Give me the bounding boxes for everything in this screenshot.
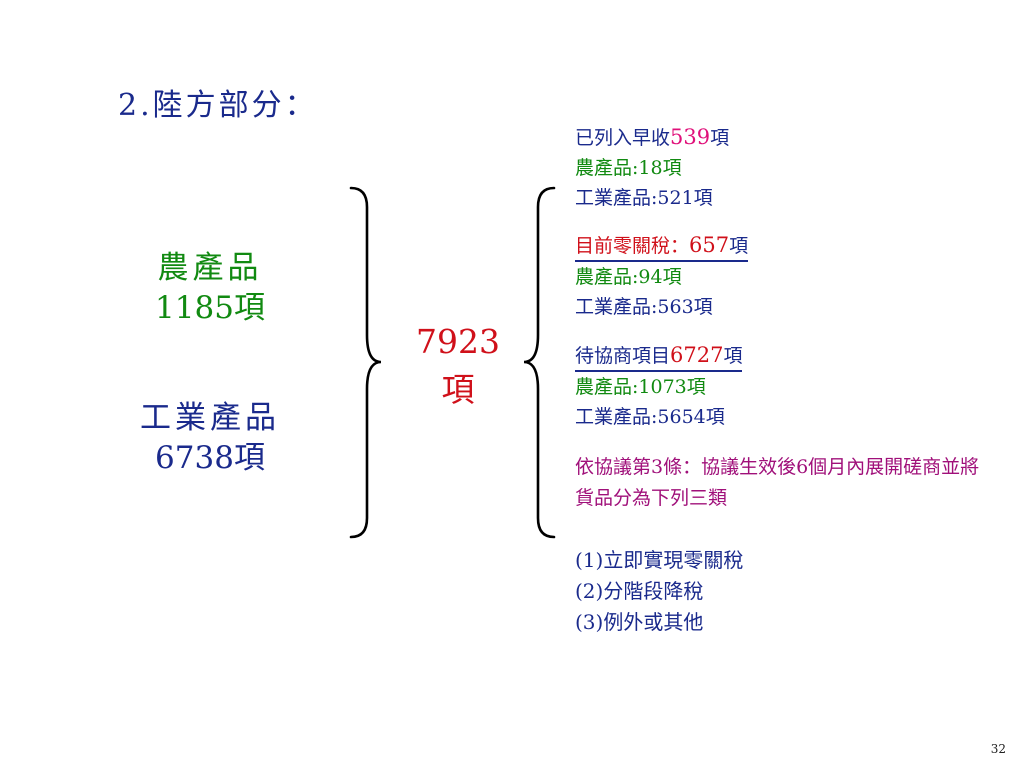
group-title-suffix: 項 <box>710 127 730 149</box>
group-title-number: 6727 <box>670 343 724 367</box>
right-curly-brace <box>349 186 382 539</box>
group-industrial-line: 工業產品:5654項 <box>575 406 725 428</box>
group-title-suffix: 項 <box>729 235 749 257</box>
group-zero-tariff: 目前零關稅：657項 農產品:94項 工業產品:563項 <box>575 231 749 322</box>
total-count: 7923 項 <box>408 318 508 414</box>
group-title-prefix: 待協商項目 <box>575 345 671 367</box>
group-industrial-line: 工業產品:521項 <box>575 187 713 209</box>
group-agri-line: 農產品:1073項 <box>575 376 706 398</box>
section-heading: 2.陸方部分： <box>118 88 318 123</box>
group-title-number: 539 <box>670 125 711 149</box>
group-early-harvest: 已列入早收539項 農產品:18項 工業產品:521項 <box>575 122 729 213</box>
group-title-suffix: 項 <box>723 345 743 367</box>
total-number: 7923 <box>416 322 500 361</box>
group-title: 已列入早收539項 <box>575 122 729 153</box>
category-list: (1)立即實現零關稅 (2)分階段降稅 (3)例外或其他 <box>575 545 743 638</box>
group-title-number: 657 <box>689 233 730 257</box>
total-unit: 項 <box>441 370 475 409</box>
group-industrial-line: 工業產品:563項 <box>575 296 713 318</box>
page-number: 32 <box>990 742 1006 756</box>
group-agri-line: 農產品:18項 <box>575 157 682 179</box>
agri-summary: 農產品 1185項 <box>130 248 290 328</box>
category-item: (2)分階段降稅 <box>575 579 704 603</box>
agreement-note: 依協議第3條：協議生效後6個月內展開磋商並將貨品分為下列三類 <box>575 456 980 509</box>
agri-count: 1185項 <box>155 290 265 326</box>
industrial-count: 6738項 <box>155 440 265 476</box>
industrial-summary: 工業產品 6738項 <box>130 398 290 478</box>
group-title-prefix: 目前零關稅： <box>575 235 690 257</box>
industrial-label: 工業產品 <box>140 400 280 436</box>
group-pending-negotiation: 待協商項目6727項 農產品:1073項 工業產品:5654項 <box>575 341 743 432</box>
group-title-prefix: 已列入早收 <box>575 127 671 149</box>
group-title: 待協商項目6727項 <box>575 341 743 372</box>
agri-label: 農產品 <box>157 250 263 286</box>
group-agri-line: 農產品:94項 <box>575 266 682 288</box>
category-item: (3)例外或其他 <box>575 610 704 634</box>
group-title: 目前零關稅：657項 <box>575 231 749 262</box>
category-item: (1)立即實現零關稅 <box>575 548 744 572</box>
left-curly-brace <box>523 186 556 539</box>
